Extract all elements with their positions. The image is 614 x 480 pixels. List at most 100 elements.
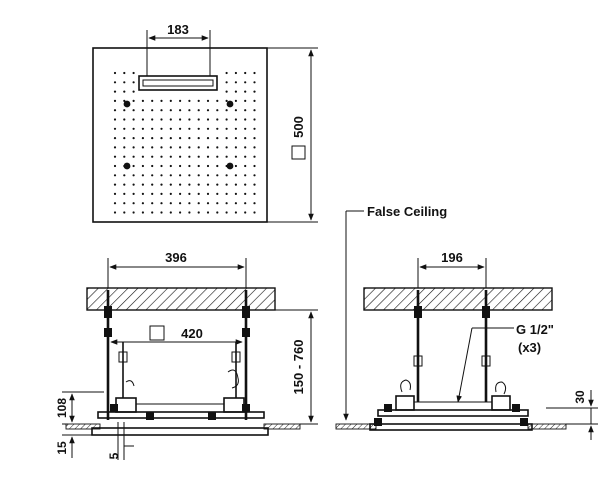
nozzle-dot bbox=[123, 137, 126, 140]
mount-point-icon bbox=[226, 100, 234, 108]
height-range-label: 150 - 760 bbox=[291, 340, 306, 395]
nozzle-dot bbox=[216, 211, 219, 214]
nozzle-dot bbox=[113, 202, 117, 205]
nozzle-dot bbox=[225, 146, 228, 149]
nozzle-dot bbox=[216, 137, 219, 140]
nozzle-dot bbox=[244, 202, 247, 205]
nozzle-dot bbox=[160, 192, 163, 195]
nozzle-dot bbox=[113, 164, 117, 168]
nozzle-dot bbox=[132, 99, 135, 102]
nozzle-dot bbox=[253, 90, 256, 93]
nozzle-dot bbox=[179, 137, 182, 140]
ceiling-slab bbox=[86, 287, 276, 311]
right-span-label: 196 bbox=[441, 250, 463, 265]
nozzle-dot bbox=[132, 137, 135, 140]
nozzle-dot bbox=[160, 155, 163, 158]
nozzle-dot bbox=[253, 146, 256, 149]
nozzle-dot bbox=[206, 127, 210, 130]
nozzle-dot bbox=[169, 202, 172, 205]
nozzle-dot bbox=[253, 183, 256, 186]
height-108-label: 108 bbox=[55, 398, 69, 418]
nozzle-dot bbox=[225, 155, 228, 158]
nozzle-dot bbox=[244, 99, 247, 102]
nozzle-dot bbox=[253, 118, 256, 121]
nozzle-dot bbox=[169, 146, 172, 149]
valve-body bbox=[395, 395, 415, 411]
nozzle-dot bbox=[188, 211, 191, 214]
nozzle-dot bbox=[141, 211, 144, 214]
left-span-label: 396 bbox=[165, 250, 187, 265]
left-side-view: 396 420 150 - 76 bbox=[55, 250, 318, 460]
nozzle-dot bbox=[188, 183, 191, 186]
square-symbol-icon bbox=[149, 325, 165, 341]
valve-body bbox=[491, 395, 511, 411]
nozzle-dot bbox=[160, 109, 163, 112]
nozzle-dot bbox=[151, 118, 154, 121]
height-15-label: 15 bbox=[55, 441, 69, 455]
nozzle-dot bbox=[113, 174, 117, 177]
nozzle-dot bbox=[123, 155, 126, 158]
nozzle-dot bbox=[179, 164, 182, 168]
nozzle-dot bbox=[206, 155, 210, 158]
nozzle-dot bbox=[234, 192, 237, 195]
nozzle-dot bbox=[253, 202, 256, 205]
nozzle-dot bbox=[169, 109, 172, 112]
nozzle-dot bbox=[206, 192, 210, 195]
nozzle-dot bbox=[197, 202, 200, 205]
panel-size-label: 500 bbox=[291, 116, 306, 138]
nozzle-dot bbox=[160, 99, 163, 102]
offset-5-label: 5 bbox=[107, 452, 121, 459]
nozzle-dot bbox=[141, 155, 144, 158]
nozzle-dot bbox=[244, 81, 247, 84]
nozzle-dot bbox=[234, 71, 237, 75]
top-view: 183 500 bbox=[92, 22, 318, 223]
nozzle-dot bbox=[160, 164, 163, 168]
nozzle-dot bbox=[244, 71, 247, 75]
nozzle-dot bbox=[141, 99, 144, 102]
ceiling-slab bbox=[363, 287, 553, 311]
nozzle-dot bbox=[169, 127, 172, 130]
nozzle-dot bbox=[197, 146, 200, 149]
nozzle-dot bbox=[179, 202, 182, 205]
nozzle-dot bbox=[197, 164, 200, 168]
nozzle-dot bbox=[253, 109, 256, 112]
nozzle-dot bbox=[225, 202, 228, 205]
nozzle-dot bbox=[123, 118, 126, 121]
nozzle-dot bbox=[216, 127, 219, 130]
nozzle-dot bbox=[244, 90, 247, 93]
nozzle-dot bbox=[169, 211, 172, 214]
nozzle-dot bbox=[132, 90, 135, 93]
nozzle-dot bbox=[253, 164, 256, 168]
nozzle-dot bbox=[244, 127, 247, 130]
nozzle-dot bbox=[253, 99, 256, 102]
nozzle-dot bbox=[234, 90, 237, 93]
nozzle-dot bbox=[197, 155, 200, 158]
false-ceiling-right bbox=[263, 423, 301, 430]
nozzle-dot bbox=[188, 174, 191, 177]
nozzle-dot bbox=[141, 109, 144, 112]
nozzle-dot bbox=[234, 146, 237, 149]
nozzle-dot bbox=[253, 71, 256, 75]
nozzle-dot bbox=[188, 202, 191, 205]
nozzle-dot bbox=[234, 174, 237, 177]
nozzle-dot bbox=[151, 164, 154, 168]
nozzle-dot bbox=[160, 183, 163, 186]
nozzle-dot bbox=[179, 192, 182, 195]
nozzle-dot bbox=[151, 99, 154, 102]
false-ceiling-left bbox=[335, 423, 377, 430]
nozzle-dot bbox=[123, 192, 126, 195]
nozzle-dot bbox=[234, 211, 237, 214]
nozzle-dot bbox=[160, 127, 163, 130]
mount-point-icon bbox=[123, 162, 131, 170]
nozzle-dot bbox=[216, 118, 219, 121]
nozzle-dot bbox=[225, 118, 228, 121]
nozzle-dot bbox=[234, 137, 237, 140]
nozzle-dot bbox=[206, 211, 210, 214]
nozzle-dot bbox=[206, 202, 210, 205]
nozzle-dot bbox=[160, 137, 163, 140]
nozzle-dot bbox=[244, 137, 247, 140]
nozzle-dot bbox=[169, 183, 172, 186]
nozzle-dot bbox=[225, 127, 228, 130]
nozzle-dot bbox=[244, 146, 247, 149]
